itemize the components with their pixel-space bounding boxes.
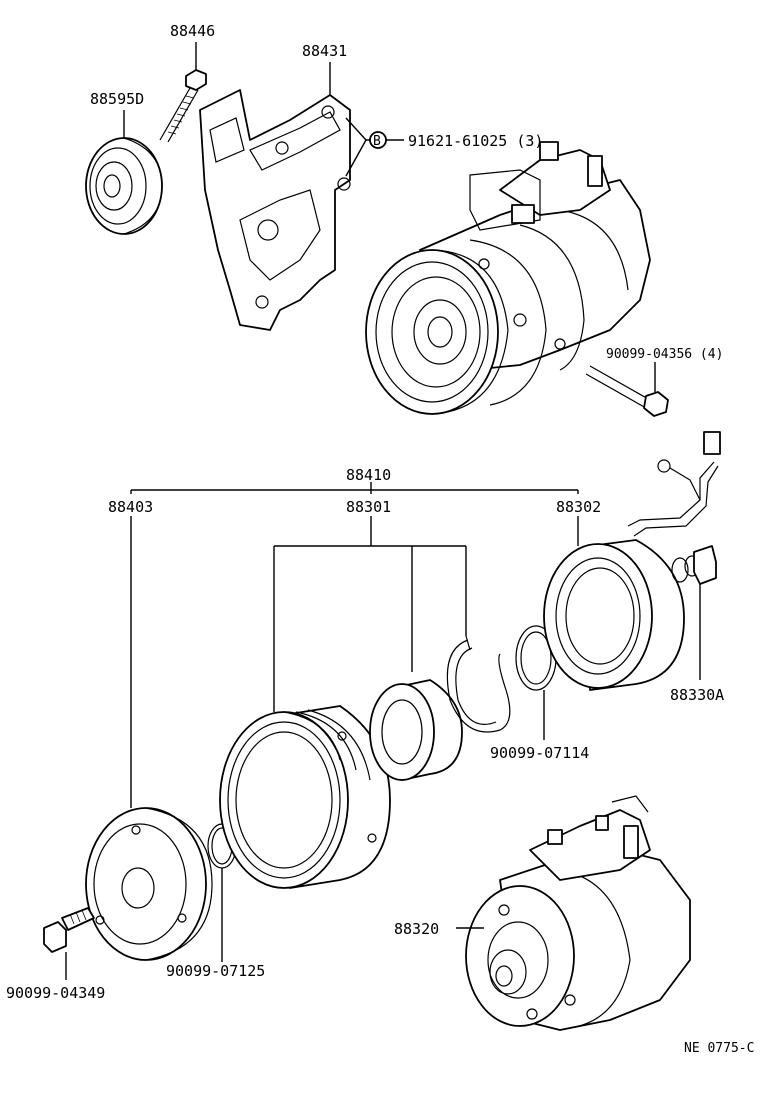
thermal-switch-88330a [671,545,717,680]
compressor-88320 [456,795,691,1031]
label-88320: 88320 [394,920,439,938]
pulley-88301 [219,705,391,889]
label-88301: 88301 [346,498,391,516]
pulley-88301-leader [273,516,467,712]
label-88410: 88410 [346,466,391,484]
bracket-88431 [199,62,351,331]
field-coil-88302 [543,431,721,691]
nut-symbol: B [373,134,381,149]
bolt-88446 [159,42,207,143]
label-88446: 88446 [170,22,215,40]
label-90099-04349: 90099-04349 [6,984,105,1002]
label-90099-07125: 90099-07125 [166,962,265,980]
figure-code: NE 0775-C [684,1041,754,1056]
label-88302: 88302 [556,498,601,516]
clutch-hub-88403 [85,807,213,961]
label-91621-61025: 91621-61025 (3) [408,132,543,150]
bolt-90099-04356 [585,362,669,417]
label-88595d: 88595D [90,90,144,108]
label-90099-04356: 90099-04356 (4) [606,347,723,362]
label-88330a: 88330A [670,686,724,704]
snap-ring-large [446,635,511,733]
bearing [369,679,463,781]
assembly-88410-leader [130,482,579,494]
label-90099-07114: 90099-07114 [490,744,589,762]
label-88403: 88403 [108,498,153,516]
compressor-assembly-top [365,141,651,415]
label-88431: 88431 [302,42,347,60]
bolt-90099-04349 [43,907,95,980]
nut-91621-61025: B [345,117,404,177]
idler-pulley-88595d [85,110,163,235]
